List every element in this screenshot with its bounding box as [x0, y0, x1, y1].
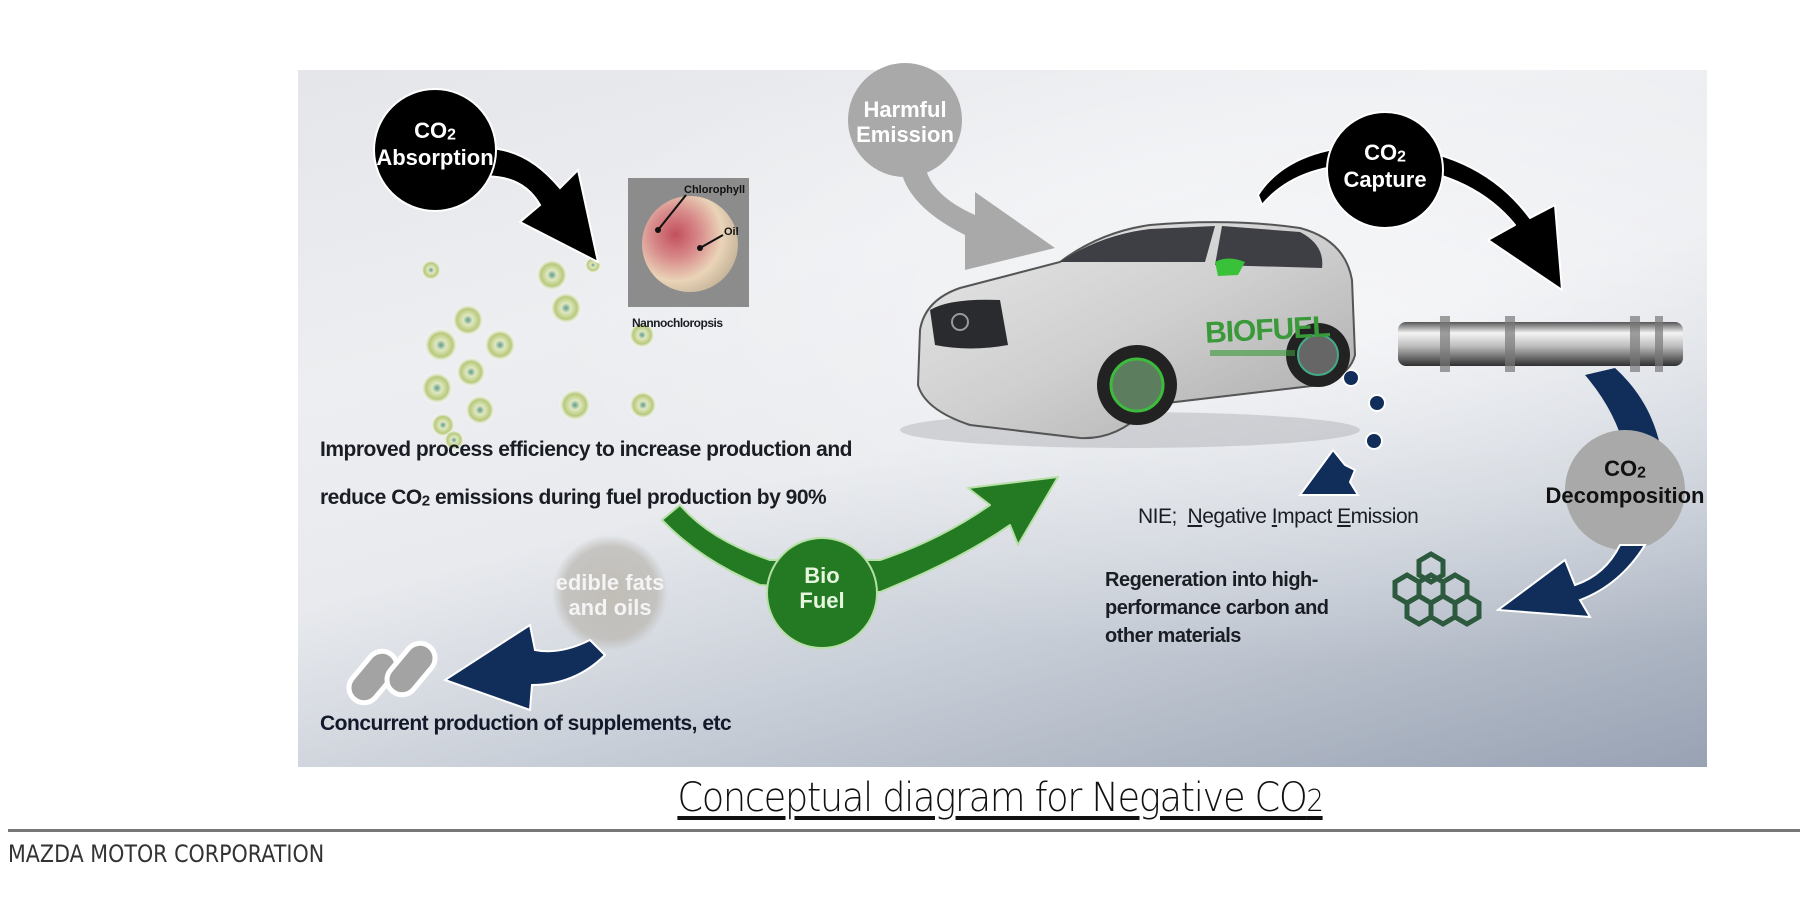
- edible-fats-circle: [552, 535, 668, 651]
- title-text: Conceptual diagram for Negative CO: [677, 775, 1307, 821]
- regen-line3: other materials: [1105, 625, 1241, 647]
- co2-capture-node: [1257, 111, 1563, 291]
- co2-subscript: 2: [447, 126, 456, 144]
- edible-fats-label: edible fats and oils: [530, 570, 690, 621]
- nie-flow: [1298, 369, 1386, 496]
- decomposition-circle: [1565, 430, 1685, 550]
- algae-cell: [424, 328, 458, 362]
- harmful-arrow-icon: [900, 165, 1055, 270]
- decomposition-out-arrow-icon: [1495, 544, 1647, 619]
- harmful-emission-label: Harmful Emission: [840, 97, 970, 148]
- nie-label: NIE; Negative Impact Emission: [1138, 505, 1419, 529]
- decomposition-arc-arrow-icon: [1585, 368, 1660, 450]
- harmful-emission-node: [848, 63, 1055, 270]
- algae-cell: [452, 304, 484, 336]
- co2-text: CO: [1604, 456, 1638, 481]
- decomposition-text: Decomposition: [1545, 482, 1705, 508]
- absorption-text: Absorption: [376, 144, 494, 170]
- nie-dot: [1368, 394, 1386, 412]
- co2-subscript: 2: [421, 492, 430, 510]
- company-footer: MAZDA MOTOR CORPORATION: [8, 840, 325, 868]
- footer-divider: [8, 829, 1800, 832]
- reduce-text: reduce CO: [320, 486, 422, 509]
- oil-label: Oil: [724, 226, 739, 238]
- algae-cell: [484, 329, 516, 361]
- co2-absorption-node: [373, 88, 600, 264]
- harmful-text: Harmful: [863, 97, 947, 122]
- co2-text: CO: [414, 118, 448, 143]
- emission-text: Emission: [856, 122, 954, 148]
- emissions-text: emissions during fuel production by 90%: [429, 486, 827, 509]
- biofuel-node: [661, 476, 1059, 649]
- algae-cell: [444, 430, 464, 450]
- nie-i: I: [1271, 505, 1278, 528]
- co2-subscript: 2: [1637, 464, 1646, 482]
- nie-e: E: [1337, 505, 1351, 528]
- fuel-text: Fuel: [799, 588, 845, 614]
- algae-cell: [629, 391, 657, 419]
- title-subscript: 2: [1306, 784, 1324, 819]
- algae-cell: [456, 357, 486, 387]
- nie-egative: egative: [1202, 505, 1272, 528]
- regen-line1: Regeneration into high-: [1105, 569, 1318, 591]
- edible-fats-text: edible fats: [555, 570, 665, 595]
- diagram-title: Conceptual diagram for Negative CO2: [80, 775, 1800, 821]
- capture-cylinder-image: [1398, 316, 1683, 372]
- algae-cluster: [421, 257, 657, 450]
- algae-cell: [550, 292, 582, 324]
- algae-cell: [431, 413, 455, 437]
- nannochloropsis-caption: Nannochloropsis: [632, 316, 723, 330]
- algae-cell: [465, 395, 495, 425]
- co2-absorption-label: CO2 Absorption: [365, 118, 505, 170]
- regeneration-text: Regeneration into high- performance carb…: [1105, 566, 1329, 650]
- algae-cell: [536, 259, 568, 291]
- absorption-circle: [373, 88, 497, 212]
- biofuel-arrow-icon: [661, 476, 1059, 593]
- capture-circle: [1326, 111, 1444, 229]
- algae-cell: [421, 260, 441, 280]
- car-livery-text: BIOFUEL: [1204, 310, 1331, 350]
- co2-subscript: 2: [1397, 148, 1406, 166]
- nie-arrow-icon: [1298, 448, 1360, 496]
- improved-process-line1: Improved process efficiency to increase …: [320, 438, 852, 461]
- co2-text: CO: [1364, 140, 1398, 165]
- nannochloropsis-image: Chlorophyll Oil: [628, 178, 749, 307]
- capture-text: Capture: [1343, 166, 1427, 192]
- cell-photo: [642, 196, 738, 292]
- bio-text: Bio: [804, 563, 840, 588]
- chlorophyll-label: Chlorophyll: [684, 184, 746, 196]
- supplement-pills-icon: [346, 640, 438, 706]
- harmful-circle: [848, 63, 962, 177]
- nie-prefix: NIE;: [1138, 505, 1188, 528]
- callout-lines: [655, 194, 724, 251]
- regen-line2: performance carbon and: [1105, 597, 1329, 619]
- algae-cell: [559, 389, 591, 421]
- co2-capture-label: CO2 Capture: [1320, 140, 1450, 192]
- carbon-lattice-icon: [1392, 551, 1482, 627]
- nie-mpact: mpact: [1277, 505, 1338, 528]
- improved-process-line2: reduce CO2 emissions during fuel product…: [320, 486, 827, 510]
- biofuel-car-image: BIOFUEL: [900, 221, 1360, 448]
- algae-cell: [629, 322, 655, 348]
- nie-n: N: [1187, 505, 1203, 528]
- biofuel-label: Bio Fuel: [772, 563, 872, 614]
- nie-dot: [1365, 432, 1383, 450]
- algae-cell: [421, 372, 453, 404]
- nie-mission: mission: [1350, 505, 1419, 528]
- co2-decomposition-label: CO2 Decomposition: [1545, 456, 1705, 508]
- and-oils-text: and oils: [568, 595, 652, 621]
- supplements-arrow-icon: [442, 623, 607, 712]
- biofuel-circle: [766, 537, 878, 649]
- concurrent-production-text: Concurrent production of supplements, et…: [320, 712, 732, 735]
- nie-dot: [1342, 369, 1360, 387]
